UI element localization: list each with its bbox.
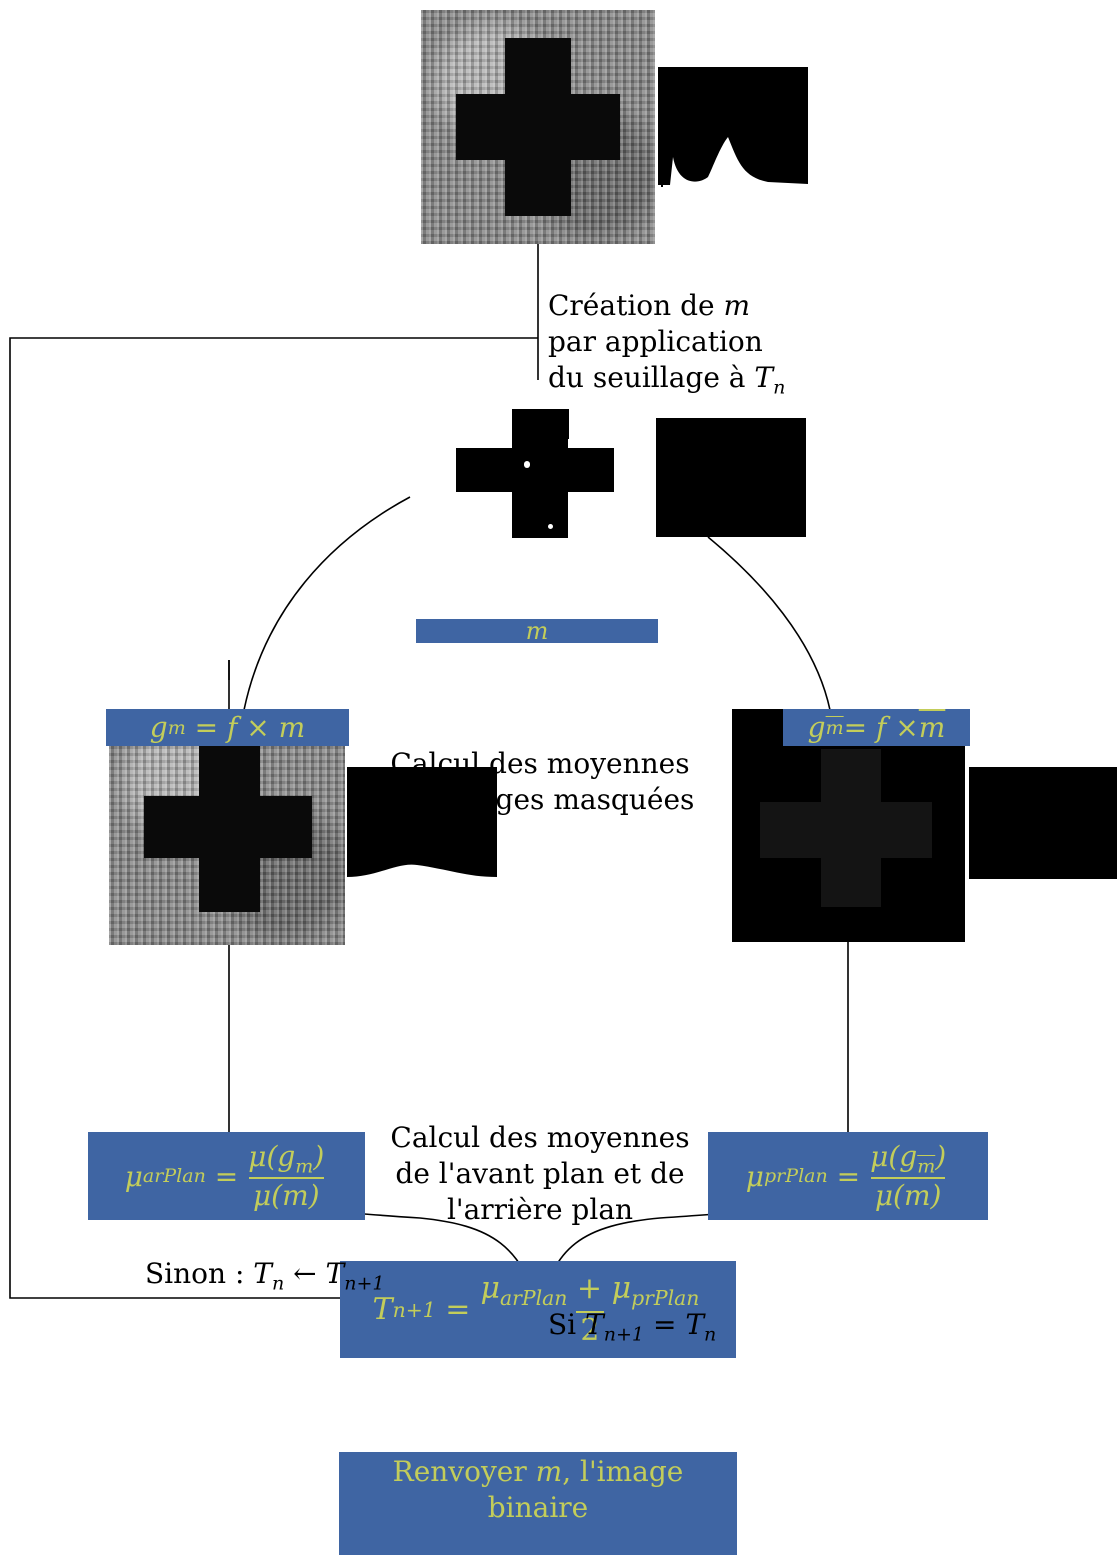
right-histogram (969, 767, 1117, 884)
mask-image (446, 436, 616, 538)
mask-histogram (656, 418, 806, 537)
feedback-loop-line (9, 337, 538, 1299)
arc-right (707, 536, 831, 711)
left-histogram (347, 767, 497, 881)
mean-fg-bg-label: Calcul des moyennes de l'avant plan et d… (390, 1121, 690, 1226)
if-label: Si Tn+1 = Tn (548, 1308, 717, 1346)
else-label: Sinon : Tn ← Tn+1 (145, 1257, 385, 1295)
mean-masked-label: Calcul des moyennes des images masquées (385, 747, 695, 816)
arc-left (243, 496, 411, 711)
left-masked-image (109, 709, 345, 945)
mask-cross-horizontal (456, 448, 614, 492)
mask-box: m (416, 617, 658, 645)
return-box: Renvoyer m, l'image binaire (339, 1452, 737, 1555)
source-histogram (658, 67, 808, 187)
right-masked-image (732, 709, 965, 942)
left-cross-horizontal (144, 796, 312, 858)
threshold-step-label: Création de m par application du seuilla… (548, 289, 786, 399)
cross-horizontal (456, 94, 620, 160)
mask-cross-top (512, 409, 569, 439)
right-cross-horizontal (759, 802, 933, 859)
source-image (421, 10, 655, 244)
